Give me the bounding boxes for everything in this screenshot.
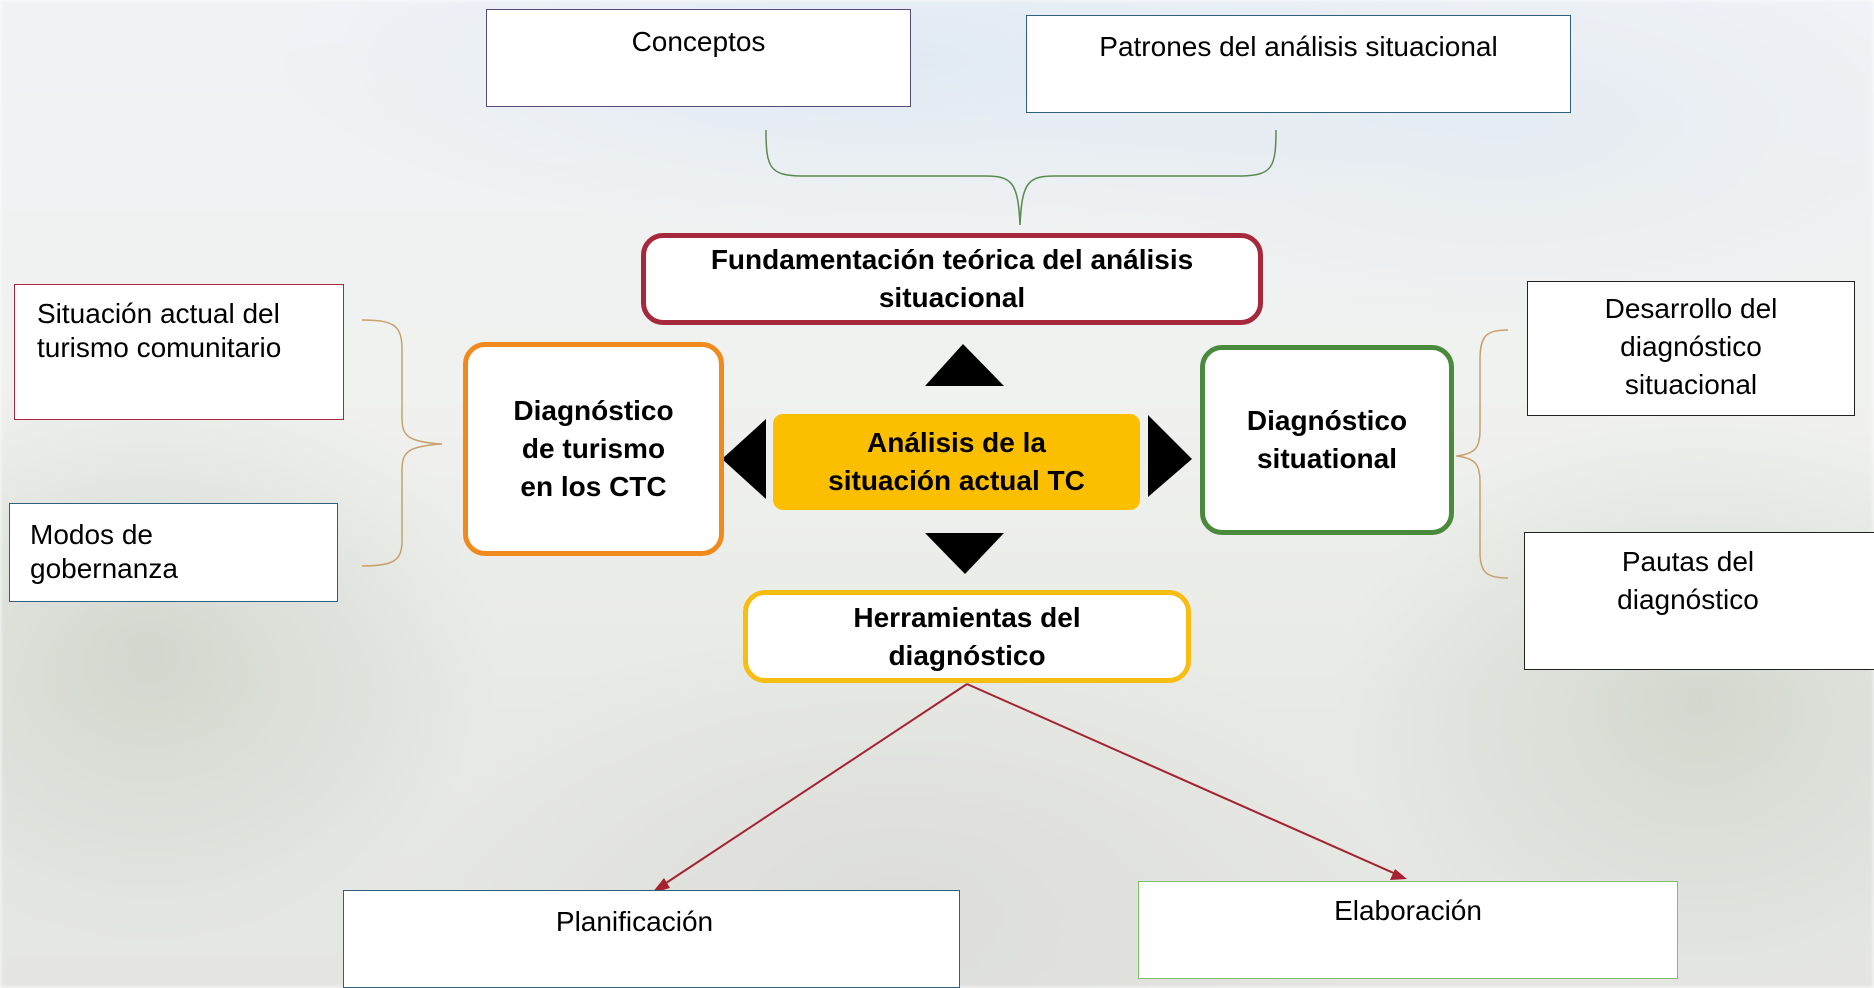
leaf-pautas-line1: Pautas del [1621, 546, 1755, 577]
leaf-elaboracion: Elaboración [1138, 881, 1678, 979]
node-diagnostico-turismo-line3: en los CTC [520, 471, 667, 502]
node-fundamentacion-line1: Fundamentación teórica del análisis [710, 244, 1194, 275]
node-diagnostico-situational: Diagnóstico situational [1200, 345, 1454, 535]
node-fundamentacion: Fundamentación teórica del análisis situ… [641, 233, 1263, 325]
leaf-pautas: Pautas del diagnóstico [1524, 532, 1874, 670]
node-diagnostico-turismo-line2: de turismo [521, 433, 666, 464]
node-herramientas-line1: Herramientas del [853, 601, 1081, 633]
leaf-desarrollo-line1: Desarrollo del [1604, 293, 1778, 324]
center-node-line1: Análisis de la [867, 427, 1046, 458]
leaf-situacion-actual: Situación actual del turismo comunitario [14, 284, 344, 420]
node-diagnostico-turismo-line1: Diagnóstico [513, 395, 674, 426]
arrow-right [1148, 415, 1192, 497]
leaf-patrones: Patrones del análisis situacional [1026, 15, 1571, 113]
connector-to-elaboracion [966, 683, 1399, 876]
leaf-conceptos: Conceptos [486, 9, 911, 107]
right-bracket [1455, 329, 1509, 579]
arrow-down [925, 533, 1004, 574]
node-diagnostico-turismo: Diagnóstico de turismo en los CTC [463, 342, 724, 556]
leaf-modos-line1: Modos de [30, 519, 153, 550]
node-fundamentacion-line2: situacional [878, 282, 1026, 313]
leaf-modos: Modos de gobernanza [9, 503, 338, 602]
node-diagnostico-situational-line1: Diagnóstico [1246, 405, 1408, 436]
leaf-elaboracion-label: Elaboración [1334, 895, 1482, 926]
leaf-patrones-label: Patrones del análisis situacional [1099, 31, 1498, 62]
node-herramientas-line2: diagnóstico [888, 639, 1046, 671]
node-diagnostico-situational-line2: situational [1256, 443, 1397, 474]
leaf-modos-line2: gobernanza [30, 553, 178, 584]
leaf-situacion-actual-line1: Situación actual del [37, 298, 280, 329]
leaf-conceptos-label: Conceptos [631, 26, 766, 57]
leaf-planificacion: Planificación [343, 890, 960, 988]
leaf-planificacion-label: Planificación [555, 906, 714, 937]
center-node-line2: situación actual TC [828, 465, 1085, 496]
top-bracket [765, 129, 1277, 226]
arrow-up [925, 344, 1004, 386]
leaf-desarrollo: Desarrollo del diagnóstico situacional [1527, 281, 1855, 416]
node-herramientas: Herramientas del diagnóstico [743, 590, 1191, 683]
leaf-pautas-line2: diagnóstico [1617, 584, 1759, 615]
center-node: Análisis de la situación actual TC [773, 414, 1140, 510]
left-bracket [361, 319, 443, 567]
arrow-left [722, 419, 766, 499]
leaf-situacion-actual-line2: turismo comunitario [37, 332, 282, 363]
leaf-desarrollo-line2: diagnóstico [1620, 331, 1762, 362]
leaf-desarrollo-line3: situacional [1624, 369, 1758, 400]
connector-to-planificacion [659, 683, 968, 888]
